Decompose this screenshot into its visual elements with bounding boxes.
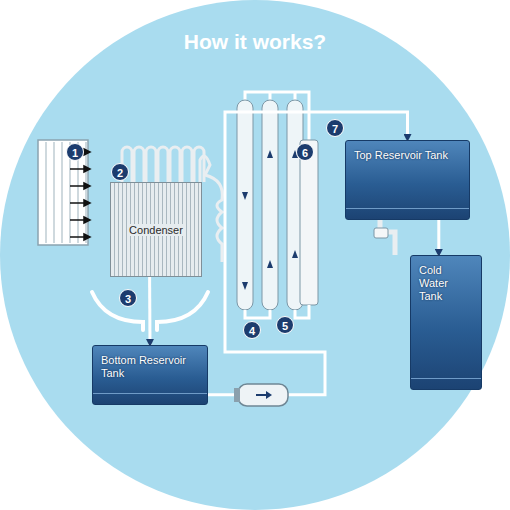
callout-number: 3 bbox=[119, 289, 137, 307]
callout-number: 7 bbox=[326, 119, 344, 137]
air-grille bbox=[38, 140, 90, 245]
pump bbox=[234, 384, 288, 406]
coil-outlet bbox=[205, 175, 222, 262]
air-arrow-head bbox=[84, 217, 90, 223]
grille-bar bbox=[46, 142, 47, 243]
callout-number: 2 bbox=[111, 163, 129, 181]
grille-bar bbox=[62, 142, 63, 243]
node-label: Cold Water Tank bbox=[419, 264, 473, 303]
grille-bar bbox=[86, 142, 87, 243]
grille-bar bbox=[54, 142, 55, 243]
coil-loop bbox=[182, 147, 192, 182]
callout-number: 4 bbox=[243, 321, 261, 339]
reservoir-tank: Bottom Reservoir Tank bbox=[92, 345, 208, 405]
node-label: Bottom Reservoir Tank bbox=[101, 354, 199, 380]
air-arrow-head bbox=[84, 200, 90, 206]
coil-loop bbox=[200, 156, 210, 182]
callout-number: 5 bbox=[276, 316, 294, 334]
air-arrow bbox=[70, 202, 84, 204]
air-arrow-head bbox=[84, 149, 90, 155]
callout-number: 6 bbox=[296, 143, 314, 161]
condenser-box: Condenser bbox=[110, 182, 202, 277]
air-arrow bbox=[70, 236, 84, 238]
condenser-coil bbox=[122, 147, 210, 182]
node-label: Condenser bbox=[127, 224, 185, 236]
callout-number: 1 bbox=[66, 143, 84, 161]
pipe-connector bbox=[437, 220, 440, 255]
title: How it works? bbox=[0, 30, 510, 54]
filter-columns bbox=[237, 92, 318, 318]
reservoir-tank: Top Reservoir Tank bbox=[345, 140, 470, 220]
coil-loop bbox=[158, 147, 168, 182]
pipe-connector bbox=[148, 277, 151, 345]
node-label: Top Reservoir Tank bbox=[354, 149, 461, 162]
air-arrow bbox=[70, 168, 84, 170]
coil-loop bbox=[134, 147, 144, 182]
air-arrow-head bbox=[84, 234, 90, 240]
air-arrow bbox=[70, 219, 84, 221]
air-arrow-head bbox=[84, 183, 90, 189]
coil-loop bbox=[170, 147, 180, 182]
air-arrow-head bbox=[84, 166, 90, 172]
outlet-faucet bbox=[374, 220, 395, 255]
air-arrow bbox=[70, 185, 84, 187]
water-tank: Cold Water Tank bbox=[410, 255, 482, 390]
coil-loop bbox=[146, 147, 156, 182]
